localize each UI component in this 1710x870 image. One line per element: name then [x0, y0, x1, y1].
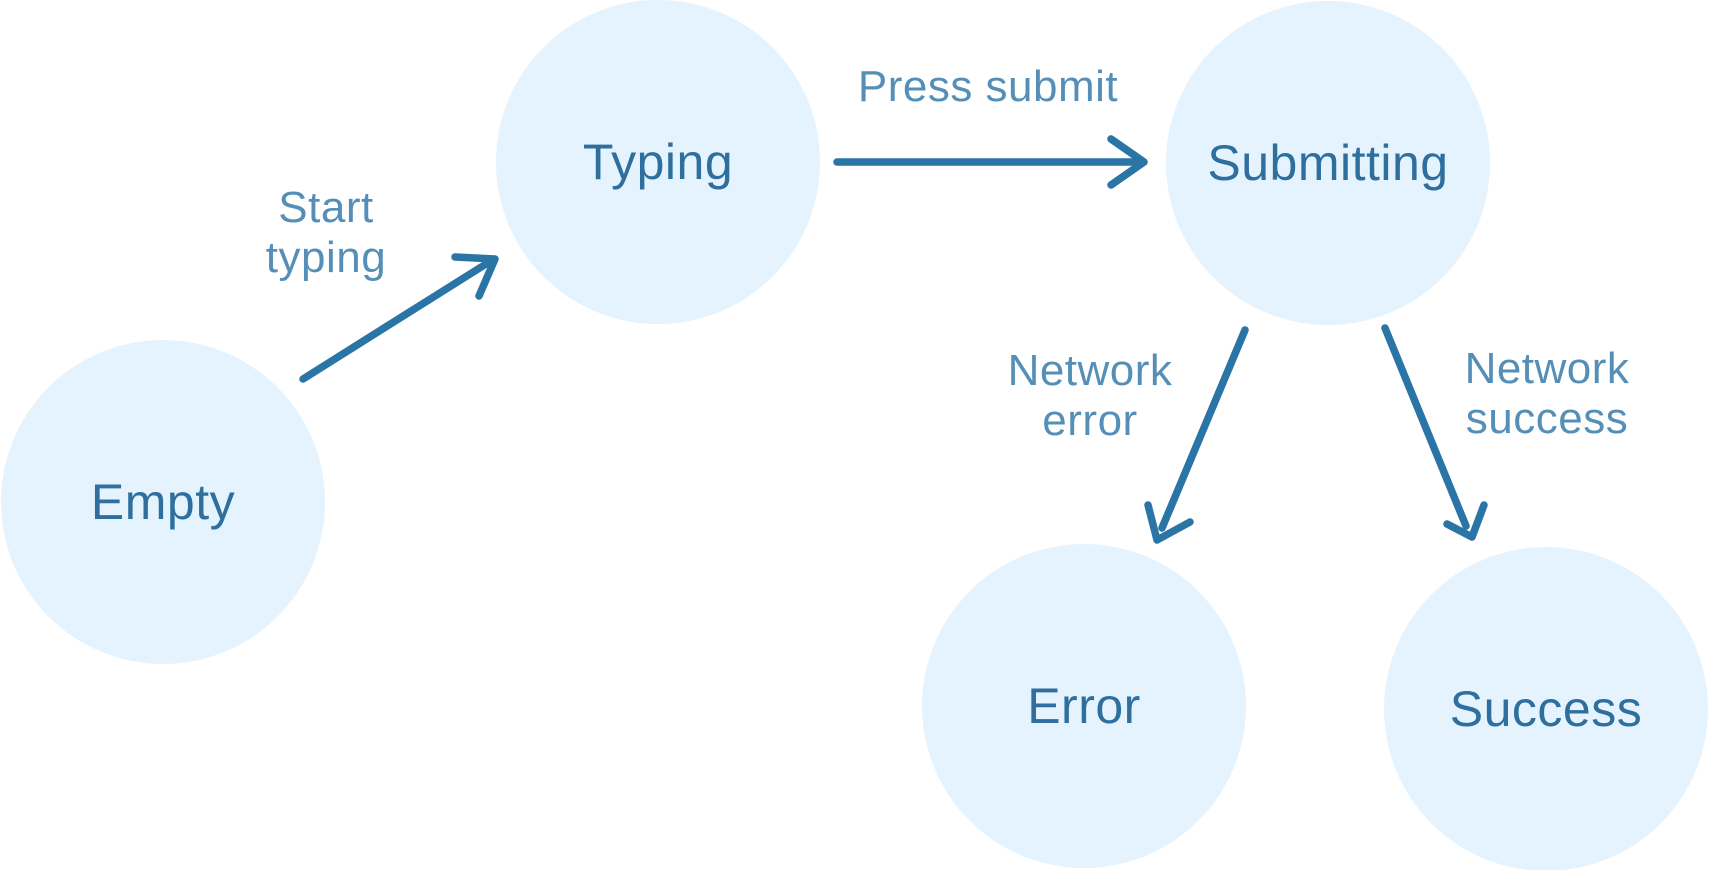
- edge-label-network-error: Network error: [1007, 346, 1173, 445]
- edge-label-press-submit: Press submit: [857, 62, 1119, 111]
- arrow-empty-to-typing: [299, 253, 499, 383]
- arrow-submitting-to-success: [1381, 324, 1488, 541]
- state-node-submitting: Submitting: [1166, 1, 1490, 325]
- arrow-line: [299, 260, 490, 383]
- state-label-submitting: Submitting: [1207, 135, 1449, 191]
- state-label-empty: Empty: [90, 474, 236, 530]
- state-node-typing: Typing: [496, 0, 820, 324]
- state-label-typing: Typing: [582, 134, 734, 190]
- arrow-head-icon: [1144, 501, 1194, 544]
- state-label-success: Success: [1449, 681, 1643, 737]
- arrow-typing-to-submitting: [833, 135, 1148, 189]
- arrow-head-icon: [1443, 501, 1488, 541]
- state-node-success: Success: [1384, 547, 1708, 870]
- edge-label-start-typing: Start typing: [265, 183, 387, 282]
- state-label-error: Error: [1027, 678, 1141, 734]
- edge-label-network-success: Network success: [1464, 344, 1630, 443]
- state-node-empty: Empty: [1, 340, 325, 664]
- arrow-line: [1158, 326, 1249, 532]
- state-node-error: Error: [922, 544, 1246, 868]
- arrow-line: [1381, 324, 1470, 530]
- arrow-submitting-to-error: [1144, 326, 1249, 544]
- arrow-head-icon: [451, 253, 499, 300]
- arrow-head-icon: [1107, 135, 1148, 189]
